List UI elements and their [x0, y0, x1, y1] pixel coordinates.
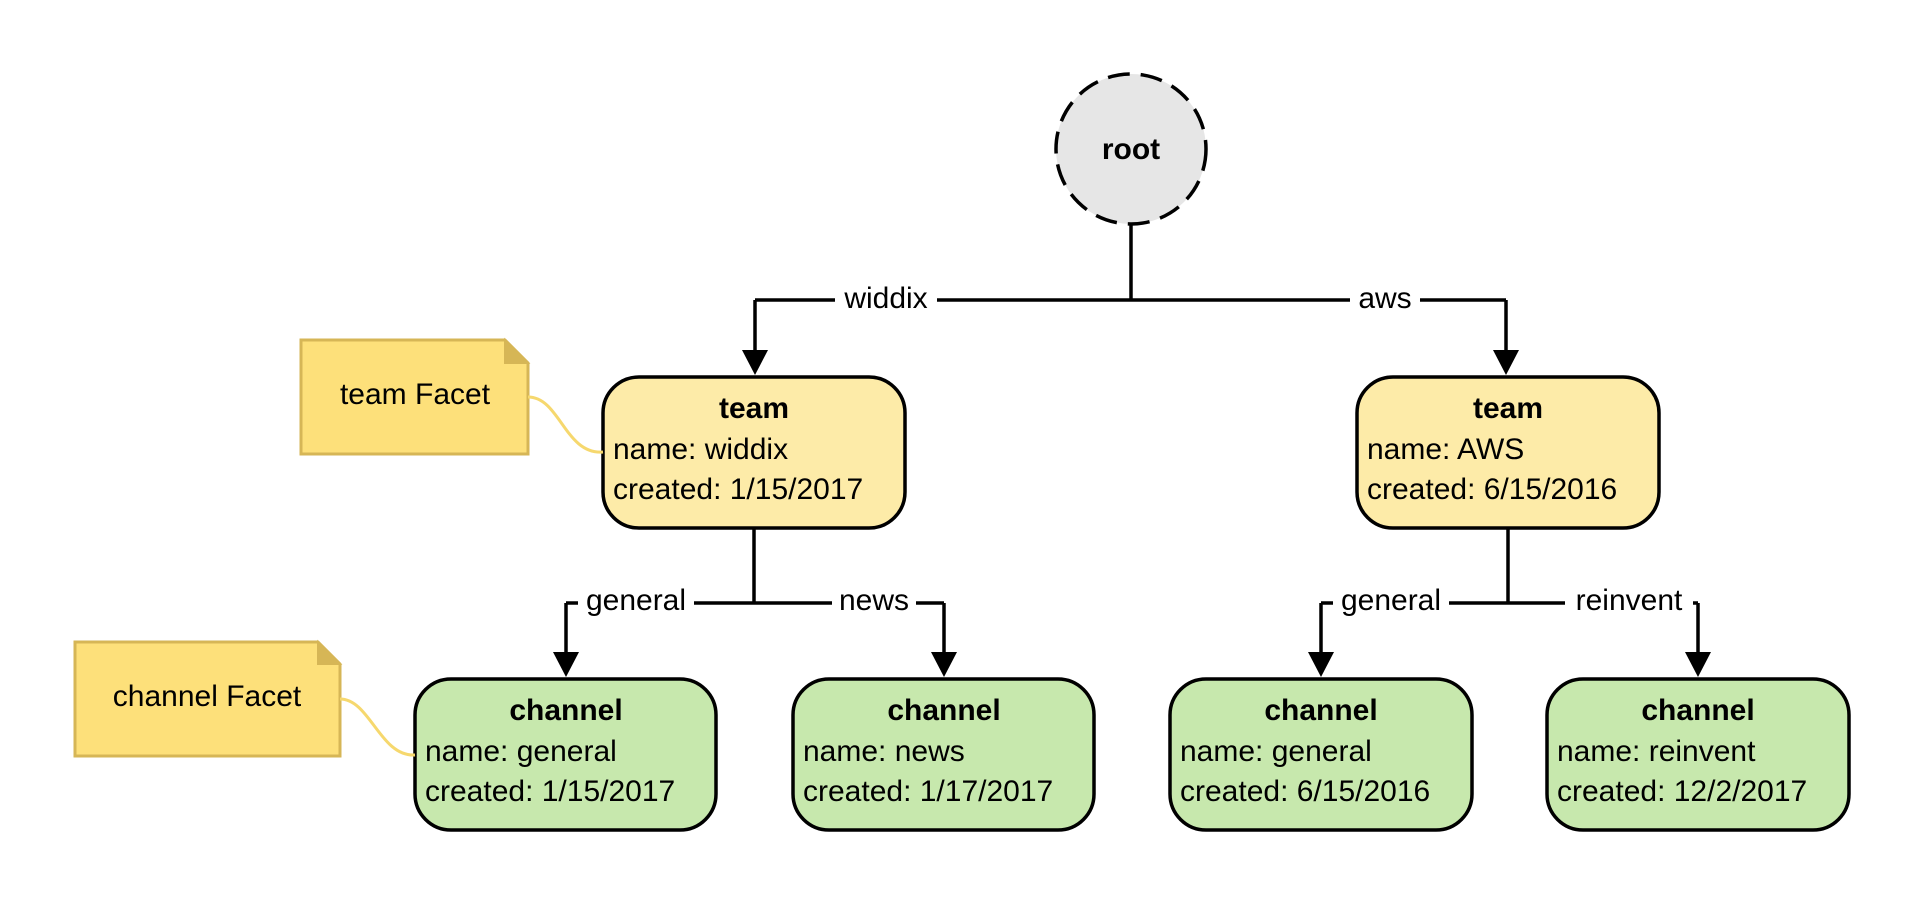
team-title: team [1473, 392, 1543, 425]
channel-box [1545, 677, 1851, 832]
channel-title: channel [1264, 694, 1377, 727]
root-edges: widdix aws [742, 224, 1519, 375]
channel-facet-label: channel Facet [113, 680, 302, 713]
channel-node-general-widdix[interactable]: channel name: general created: 1/15/2017 [413, 677, 718, 832]
edge-label-aws: aws [1358, 282, 1411, 315]
arrow-to-team-widdix [742, 350, 768, 375]
channel-created: created: 1/17/2017 [803, 775, 1053, 808]
channel-title: channel [887, 694, 1000, 727]
root-connector-lines [753, 224, 1508, 350]
team-facet-label: team Facet [340, 378, 491, 411]
channel-box [1168, 677, 1474, 832]
team-name: name: widdix [613, 433, 788, 466]
channel-name: name: news [803, 735, 965, 768]
channel-title: channel [1641, 694, 1754, 727]
edge-label-reinvent: reinvent [1576, 584, 1683, 617]
edge-label-general: general [586, 584, 686, 617]
channel-node-general-aws[interactable]: channel name: general created: 6/15/2016 [1168, 677, 1474, 832]
edge-label-bg-general [578, 585, 694, 621]
note-fold [504, 337, 531, 364]
arrow-to-team-aws [1493, 350, 1519, 375]
channel-created: created: 6/15/2016 [1180, 775, 1430, 808]
edge-label-widdix: widdix [843, 282, 927, 315]
edge-label-bg-general [1333, 585, 1449, 621]
root-node[interactable]: root [1054, 72, 1208, 226]
edge-label-bg-widdix [835, 282, 937, 318]
channel-node-news[interactable]: channel name: news created: 1/17/2017 [791, 677, 1096, 832]
team-node-widdix[interactable]: team name: widdix created: 1/15/2017 [601, 375, 907, 530]
edge-label-bg-news [832, 585, 916, 621]
edge-label-bg-aws [1350, 282, 1420, 318]
team-facet-note[interactable]: team Facet [299, 337, 531, 456]
arrow-to-channel-general-aws [1308, 652, 1334, 677]
edge-label-news: news [839, 584, 909, 617]
edge-label-general: general [1341, 584, 1441, 617]
channel-name: name: reinvent [1557, 735, 1756, 768]
channel-facet-connector [339, 697, 416, 757]
edge-label-bg-reinvent [1565, 585, 1693, 621]
channel-name: name: general [425, 735, 617, 768]
team-created: created: 1/15/2017 [613, 473, 863, 506]
team-title: team [719, 392, 789, 425]
aws-connector-lines [1319, 528, 1700, 652]
team-facet-connector [527, 395, 604, 454]
widdix-edges: general news [553, 528, 957, 677]
channel-created: created: 12/2/2017 [1557, 775, 1807, 808]
channel-created: created: 1/15/2017 [425, 775, 675, 808]
channel-node-reinvent[interactable]: channel name: reinvent created: 12/2/201… [1545, 677, 1851, 832]
channel-box [413, 677, 718, 832]
team-created: created: 6/15/2016 [1367, 473, 1617, 506]
channel-facet-note[interactable]: channel Facet [73, 639, 343, 758]
note-fold [317, 639, 343, 665]
channel-title: channel [509, 694, 622, 727]
arrow-to-channel-reinvent [1685, 652, 1711, 677]
channel-box [791, 677, 1096, 832]
aws-edges: general reinvent [1308, 528, 1711, 677]
note-shape [299, 338, 530, 456]
widdix-connector-lines [564, 528, 946, 652]
channel-name: name: general [1180, 735, 1372, 768]
team-name: name: AWS [1367, 433, 1524, 466]
team-node-aws[interactable]: team name: AWS created: 6/15/2016 [1355, 375, 1661, 530]
arrow-to-channel-general-widdix [553, 652, 579, 677]
note-shape [73, 640, 342, 758]
arrow-to-channel-news [931, 652, 957, 677]
root-label: root [1102, 133, 1160, 166]
